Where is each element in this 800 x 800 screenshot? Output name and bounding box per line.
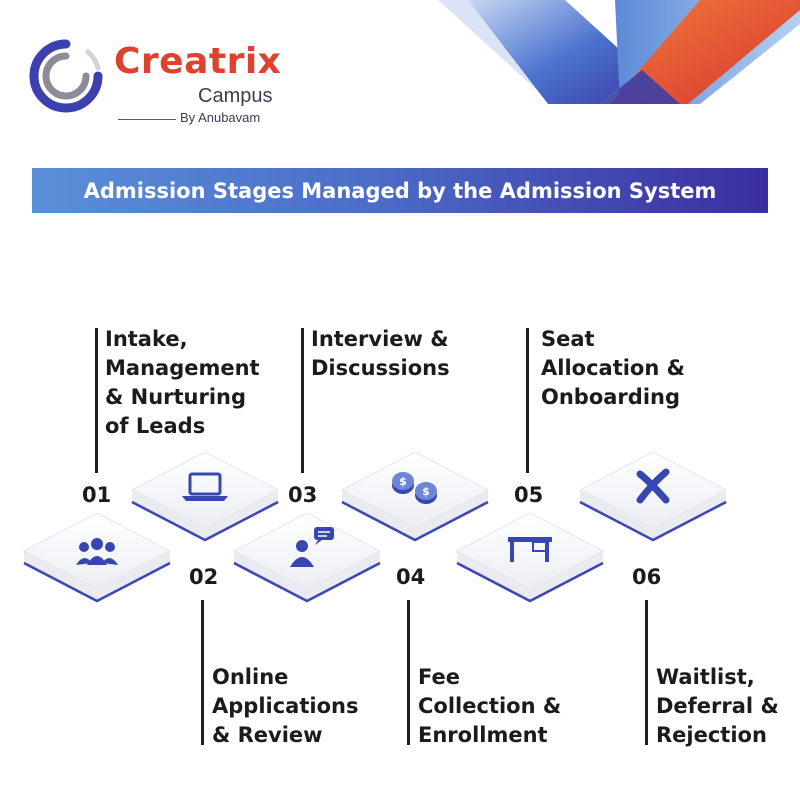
stage-tile-05	[455, 513, 605, 603]
stage-number-01: 01	[82, 483, 112, 507]
brand-byline: By Anubavam	[180, 110, 261, 125]
group-icon	[76, 538, 118, 565]
stage-number-04: 04	[396, 565, 426, 589]
svg-text:$: $	[399, 475, 407, 488]
svg-text:$: $	[422, 485, 430, 498]
brand-name: Creatrix	[114, 41, 282, 82]
desk-icon	[508, 537, 552, 562]
connector-line-06	[645, 600, 648, 745]
x-mark-icon	[636, 468, 670, 504]
stage-tile-02	[130, 452, 280, 542]
decorative-ribbons	[438, 0, 800, 104]
coins-icon: $$	[392, 472, 437, 504]
stage-label-06: Waitlist,Deferral & Rejection	[656, 665, 779, 747]
brand-subtitle: Campus	[198, 85, 273, 107]
stage-tile-03	[232, 513, 382, 603]
connector-line-01	[95, 328, 98, 473]
connector-line-04	[407, 600, 410, 745]
stage-number-03: 03	[288, 483, 318, 507]
stage-tile-04: $$	[340, 452, 490, 542]
title-banner: Admission Stages Managed by the Admissio…	[32, 168, 768, 213]
stage-label-03: Interview &Discussions	[311, 327, 450, 380]
connector-line-02	[201, 600, 204, 745]
stage-number-02: 02	[189, 565, 219, 589]
laptop-icon	[182, 472, 228, 501]
page-title: Admission Stages Managed by the Admissio…	[83, 178, 717, 203]
brand-divider	[118, 119, 176, 120]
connector-line-03	[301, 328, 304, 473]
stage-tile-01	[22, 513, 172, 603]
interviewer-chat-icon	[290, 527, 334, 567]
creatrix-logo-icon	[28, 38, 104, 114]
stage-number-05: 05	[514, 483, 544, 507]
stage-number-06: 06	[632, 565, 662, 589]
stage-tile-06	[578, 452, 728, 542]
connector-line-05	[526, 328, 529, 473]
